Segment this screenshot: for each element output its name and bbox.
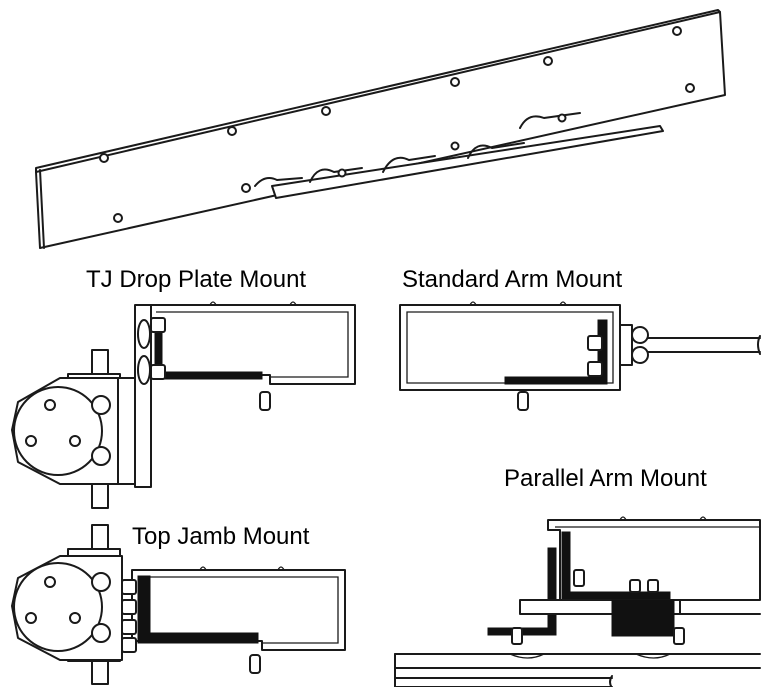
tj-drop-plate-mount-label: TJ Drop Plate Mount <box>86 266 307 293</box>
tj-drop-plate-mount-drawing <box>11 301 356 509</box>
mounting-plate-3d <box>35 9 726 249</box>
top-jamb-mount-drawing <box>11 524 346 685</box>
parallel-arm-mount-drawing <box>394 516 761 687</box>
parallel-arm-mount-label: Parallel Arm Mount <box>504 465 707 492</box>
standard-arm-mount-drawing <box>399 301 761 411</box>
top-jamb-mount-label: Top Jamb Mount <box>132 523 310 550</box>
standard-arm-mount-label: Standard Arm Mount <box>402 266 623 293</box>
